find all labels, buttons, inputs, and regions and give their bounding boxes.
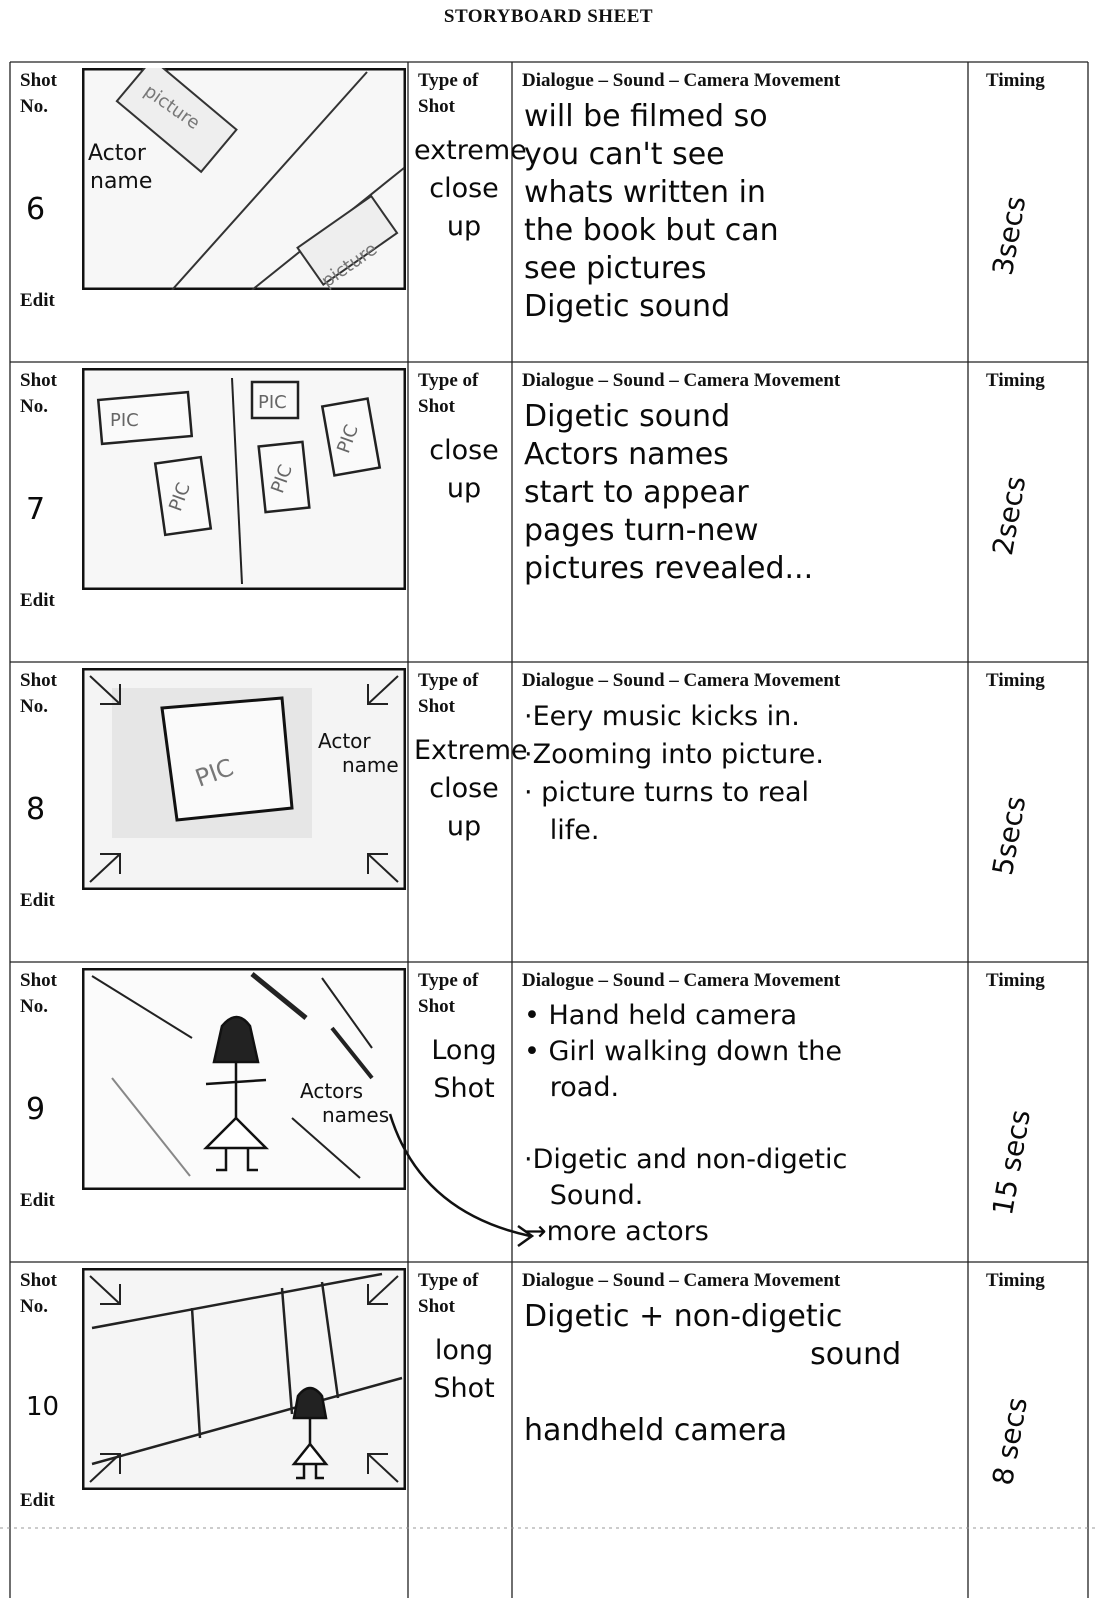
sketch-label: Actor	[318, 729, 371, 753]
shot-number: 10	[26, 1392, 60, 1422]
arrow-to-more-actors	[388, 1113, 535, 1248]
shot-no-label: Shot No.	[20, 370, 57, 417]
timing-value: 3secs	[986, 193, 1033, 278]
shot-number: 8	[26, 792, 46, 827]
dialogue-text: will be filmed so you can't see whats wr…	[524, 99, 779, 324]
sketch-frame: PIC PIC PIC PIC PIC	[81, 367, 407, 591]
sketch-frame: PIC Actor name	[81, 667, 407, 891]
sketch-label: Actors	[300, 1079, 363, 1103]
dialogue-label: Dialogue – Sound – Camera Movement	[522, 70, 841, 91]
sketch-pictures-grid: PIC PIC PIC PIC PIC	[81, 367, 407, 591]
shot-type-value: Long Shot	[431, 1035, 497, 1104]
shot-type-value: long Shot	[433, 1335, 495, 1404]
timing-label: Timing	[986, 70, 1045, 91]
sketch-frame	[81, 1267, 407, 1491]
dialogue-text: Digetic sound Actors names start to appe…	[524, 399, 814, 586]
sketch-label: name	[342, 753, 399, 777]
timing-value: 2secs	[986, 473, 1033, 558]
sketch-girl-road: Actors names	[81, 967, 407, 1191]
shot-no-label: Shot No.	[20, 670, 57, 717]
timing-label: Timing	[986, 370, 1045, 391]
sketch-frame: Actors names	[81, 967, 407, 1191]
timing-value: 15 secs	[986, 1107, 1037, 1218]
sketch-label: name	[90, 169, 152, 194]
shot-type-value: close up	[429, 435, 499, 504]
shot-row-10: Shot No. 10 Edit	[0, 1262, 1097, 1562]
dialogue-text: ·Eery music kicks in. ·Zooming into pict…	[524, 701, 824, 846]
dialogue-text: • Hand held camera • Girl walking down t…	[524, 1000, 848, 1247]
shot-row-8: Shot No. 8 Edit PIC Actor name Type of S…	[0, 662, 1097, 962]
sketch-frame: picture Actor name picture	[81, 57, 407, 292]
shot-number: 7	[26, 492, 46, 527]
dialogue-label: Dialogue – Sound – Camera Movement	[522, 670, 841, 691]
timing-value: 8 secs	[986, 1394, 1034, 1488]
dialogue-text: Digetic + non-digetic sound handheld cam…	[524, 1299, 902, 1448]
edit-label: Edit	[20, 1490, 55, 1511]
shot-number: 9	[26, 1092, 46, 1127]
sketch-zoom-picture: PIC Actor name	[81, 667, 407, 891]
timing-value: 5secs	[986, 793, 1033, 878]
dialogue-label: Dialogue – Sound – Camera Movement	[522, 1270, 841, 1291]
timing-label: Timing	[986, 670, 1045, 691]
edit-label: Edit	[20, 590, 55, 611]
edit-label: Edit	[20, 890, 55, 911]
shot-type-value: extreme close up	[414, 135, 527, 242]
type-of-shot-label: Type of Shot	[418, 1270, 479, 1317]
timing-label: Timing	[986, 1270, 1045, 1291]
shot-type-value: Extreme close up	[414, 735, 528, 842]
sketch-label: names	[322, 1103, 389, 1127]
shot-row-6: Shot No. 6 Edit picture Actor name pictu…	[0, 57, 1097, 362]
sketch-girl-corridor	[81, 1267, 407, 1491]
sheet-title: STORYBOARD SHEET	[443, 6, 654, 27]
sketch-book-pages: picture Actor name picture	[81, 57, 407, 292]
shot-no-label: Shot No.	[20, 1270, 57, 1317]
dialogue-label: Dialogue – Sound – Camera Movement	[522, 370, 841, 391]
type-of-shot-label: Type of Shot	[418, 970, 479, 1017]
type-of-shot-label: Type of Shot	[418, 370, 479, 417]
timing-label: Timing	[986, 970, 1045, 991]
edit-label: Edit	[20, 290, 55, 311]
sketch-label: Actor	[88, 141, 147, 166]
shot-no-label: Shot No.	[20, 970, 57, 1017]
shot-row-9: Shot No. 9 Edit Actors names	[0, 962, 1097, 1262]
shot-no-label: Shot No.	[20, 70, 57, 117]
shot-number: 6	[26, 192, 46, 227]
sketch-label: PIC	[258, 392, 287, 413]
sketch-label: PIC	[110, 410, 139, 431]
shot-row-7: Shot No. 7 Edit PIC PIC PIC PIC PIC Type…	[0, 362, 1097, 662]
type-of-shot-label: Type of Shot	[418, 70, 479, 117]
type-of-shot-label: Type of Shot	[418, 670, 479, 717]
dialogue-label: Dialogue – Sound – Camera Movement	[522, 970, 841, 991]
edit-label: Edit	[20, 1190, 55, 1211]
